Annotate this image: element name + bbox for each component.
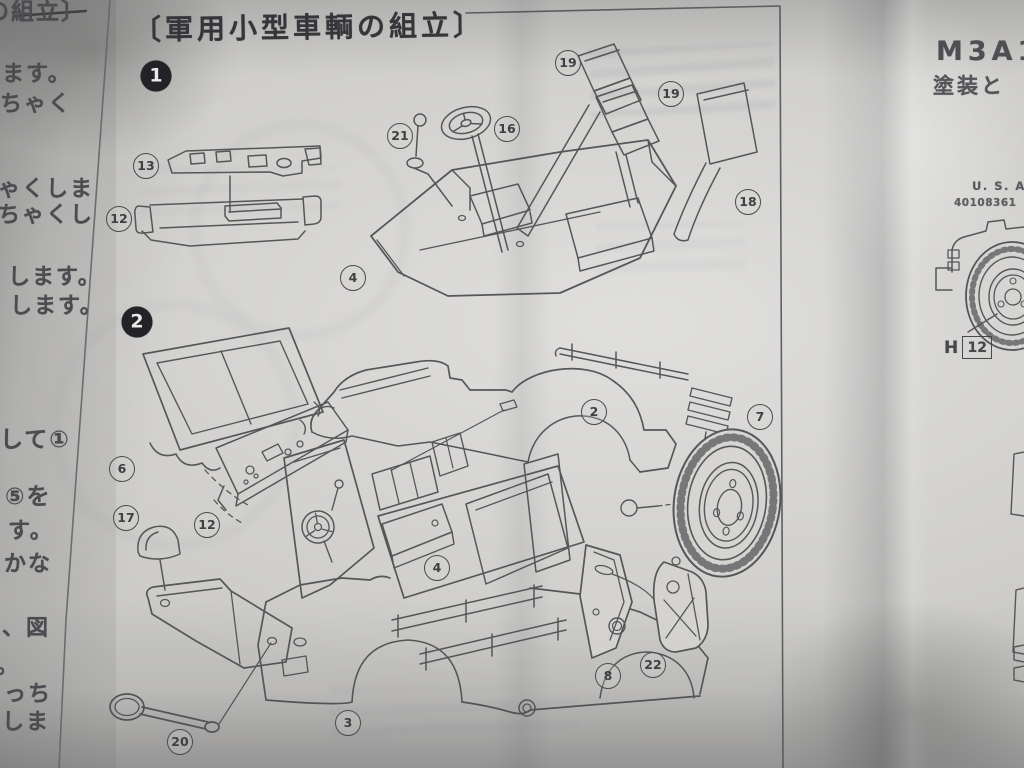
part4-tub-drawing [370, 139, 677, 297]
part12-tray-drawing [134, 195, 322, 247]
left-column-fragment-7: して① [0, 427, 71, 453]
left-column-fragment-5: します。 [8, 265, 102, 290]
part21-pin-drawing [406, 113, 453, 207]
part-callout-12: 12 [106, 206, 132, 232]
right-column-small-text-line1: U. S. A [972, 179, 1024, 193]
left-column-fragment-2: ちゃく [0, 92, 73, 117]
part4-steering-wheel [301, 510, 335, 544]
part6-windshield-drawing [142, 327, 324, 506]
part-callout-22: 22 [640, 652, 666, 678]
part-callout-7: 7 [747, 404, 773, 430]
right-column-small-text-line2: 40108361 [954, 197, 1017, 209]
left-column-fragment-12: 。 [0, 648, 20, 680]
page-title: 〔軍用小型車輌の組立〕 [132, 8, 486, 47]
part-callout-19: 19 [658, 81, 684, 107]
wheel-part-label-number: 12 [962, 336, 993, 359]
right-edge-partial-shapes [1010, 451, 1024, 683]
left-column-fragment-4: ちゃくし [0, 203, 95, 228]
part8-rear-panel-drawing [579, 544, 662, 659]
part19-seat-a-drawing [516, 43, 642, 237]
part-callout-18: 18 [735, 189, 761, 215]
part16-steering-wheel-drawing [440, 105, 492, 141]
part22-jerry-can-drawing [652, 556, 709, 653]
wheel-part-label-prefix: H [944, 337, 959, 358]
part-callout-6: 6 [109, 456, 135, 482]
wheel-part-label: H 12 [944, 336, 993, 359]
step1-diagram [134, 43, 758, 297]
part-callout-4: 4 [424, 555, 450, 581]
part-callout-13: 13 [133, 153, 159, 179]
part-callout-4: 4 [340, 265, 366, 291]
part12-dashboard-drawing [213, 401, 349, 525]
left-column-fragment-1: ます。 [2, 62, 72, 87]
left-column-fragment-3: ゃくしま [0, 177, 95, 202]
part-callout-12: 12 [194, 512, 220, 538]
part17-dome-drawing [137, 525, 181, 591]
page-border-lines [12, 0, 784, 768]
part-callout-16: 16 [494, 116, 520, 142]
part-callout-19: 19 [555, 50, 581, 76]
left-column-fragment-13: っち [4, 682, 53, 707]
part13-dashboard-drawing [167, 145, 322, 213]
part4-interior-drawing [283, 432, 585, 599]
part-callout-20: 20 [167, 729, 193, 755]
part-callout-17: 17 [113, 505, 139, 531]
right-panel-jeep-front-drawing [935, 219, 1024, 683]
step2-diagram [109, 327, 782, 733]
step-1-marker: 1 [140, 60, 172, 92]
part-callout-8: 8 [595, 663, 621, 689]
left-column-fragment-6: します。 [10, 294, 104, 319]
right-panel-wheel [965, 241, 1024, 351]
part16-steering-column-line [471, 133, 509, 253]
left-column-fragment-0: の組立〕 [0, 0, 86, 25]
right-column-heading-line1: M3A1 [936, 36, 1024, 67]
left-column-fragment-8: ⑤を [5, 484, 52, 510]
part-callout-21: 21 [387, 123, 413, 149]
left-column-fragment-10: かな [4, 552, 53, 577]
left-column-fragment-9: す。 [8, 519, 54, 544]
part20-pin-drawing [109, 642, 272, 733]
right-column-heading-line2: 塗装と [933, 74, 1005, 98]
left-column-fragment-11: 、図 [2, 616, 51, 641]
part19-seat-b-drawing [595, 84, 660, 208]
part2-body-side-drawing [310, 343, 733, 473]
part-callout-2: 2 [581, 399, 607, 425]
part18-rear-seat-drawing [673, 82, 758, 242]
part-callout-3: 3 [335, 710, 361, 736]
part7-spare-tire-drawing [620, 428, 782, 578]
left-column-fragment-14: しま [2, 710, 51, 735]
step-2-marker: 2 [121, 306, 153, 338]
